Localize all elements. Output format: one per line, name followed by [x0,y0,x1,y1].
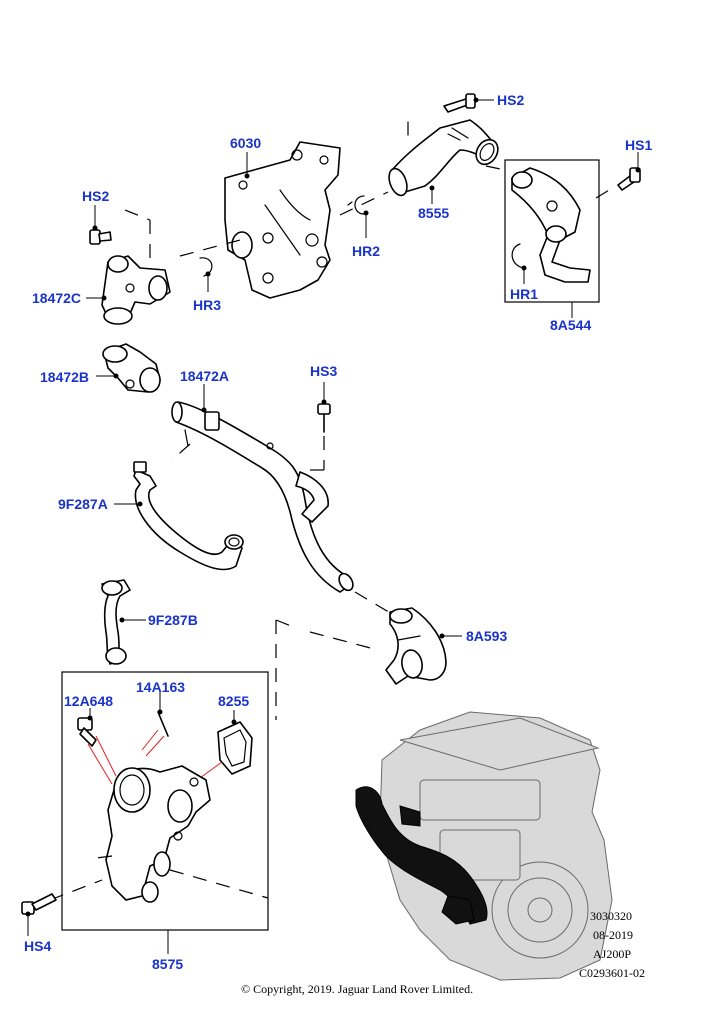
illustration-code-3: AJ200P [593,947,631,961]
callout-14a163: 14A163 [136,679,185,695]
illustration-code-4: C0293601-02 [579,966,645,980]
clip-hr1 [511,243,525,269]
callout-hr3: HR3 [193,297,221,313]
bolt-hs4 [21,893,57,915]
gasket-8255 [217,721,253,775]
hose-8555 [388,119,499,197]
callout-8a544: 8A544 [550,317,591,333]
hose-9f287b [101,579,131,665]
clip-hr2 [347,195,365,215]
callout-hr1: HR1 [510,286,538,302]
hose-9f287a [133,461,244,571]
kit-box-8a544 [504,159,600,303]
bolt-hs3 [317,403,331,433]
red-leader-12a648 [87,743,113,785]
callout-18472b: 18472B [40,369,89,385]
callout-18472a: 18472A [180,368,229,384]
hose-8a593 [385,607,447,685]
callout-hs4: HS4 [24,938,51,954]
illustration-code-2: 08-2019 [593,928,633,942]
callout-hs1: HS1 [625,137,652,153]
thermostat-housing [105,765,211,903]
callout-6030: 6030 [230,135,261,151]
callout-12a648: 12A648 [64,693,113,709]
housing-6030 [224,141,341,299]
callout-9f287a: 9F287A [58,496,108,512]
red-leader-8255 [199,761,223,779]
kit-box-8575 [61,671,269,931]
sensor-12a648 [77,717,97,747]
callout-8575: 8575 [152,956,183,972]
callout-9f287b: 9F287B [148,612,198,628]
illustration-code-1: 3030320 [590,909,632,923]
pin-14a163 [157,711,169,737]
bolt-hs2-top [443,93,494,113]
connector-18472c [101,255,171,325]
tube-18472a [171,401,354,593]
engine-locator-illustration [355,711,613,981]
callout-18472c: 18472C [32,290,81,306]
connector-18472b [102,343,161,393]
bolt-hs2-left [89,229,112,245]
pipe-8a544 [511,167,591,283]
callout-hs3: HS3 [310,363,337,379]
callout-hr2: HR2 [352,243,380,259]
callout-8a593: 8A593 [466,628,507,644]
red-leader-14a163 [145,735,165,757]
copyright-notice: © Copyright, 2019. Jaguar Land Rover Lim… [241,982,473,996]
callout-8255: 8255 [218,693,249,709]
callout-8555: 8555 [418,205,449,221]
callout-hs2-left: HS2 [82,188,109,204]
callout-hs2-top: HS2 [497,92,524,108]
